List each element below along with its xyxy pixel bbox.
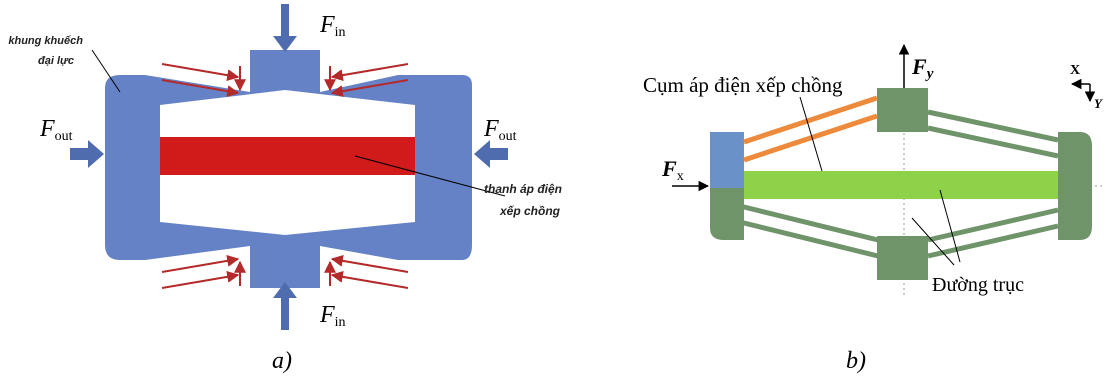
right-frame-block [1058,132,1092,240]
piezo-stack-bar [160,137,415,175]
left-frame-block [710,188,744,240]
caption-b: b) [846,348,866,374]
frame-label: khung khuếch đại lực [8,35,86,67]
stack-label-leader [354,155,506,197]
piezo-actuators [743,95,878,163]
panel-a: Fin Fin Fout Fout khung khuếch đại lực t… [8,4,565,374]
stack-label-b: Cụm áp điện xếp chồng [643,73,843,97]
panel-b: Cụm áp điện xếp chồng Fy Fx X Y Đường tr… [643,43,1104,374]
force-y-label: Fy [911,54,934,82]
axis-x-label: X [1070,63,1080,78]
axis-y-label: Y [1094,96,1103,111]
force-x-label: Fx [661,156,684,184]
force-in-top-label: Fin [319,12,346,40]
stack-label: thanh áp điện xếp chồng [484,182,565,218]
force-out-left-arrow [70,140,104,168]
top-output-block [877,88,928,132]
axis-line-leader-2 [939,189,961,263]
frame-label-leader [91,49,121,93]
force-in-bottom-arrow [273,282,297,330]
force-in-top-arrow [273,4,297,52]
bottom-output-block [877,236,928,280]
force-out-left-label: Fout [39,116,73,144]
flexure-beams [739,109,1059,259]
deformation-arrows [161,63,409,289]
caption-a: a) [272,348,292,374]
force-out-right-label: Fout [483,116,517,144]
force-out-right-arrow [474,140,508,168]
left-actuator-block [710,132,744,188]
axis-line-leader-1 [911,217,955,266]
force-in-bottom-label: Fin [319,302,346,330]
piezo-stack-bar-b [744,171,1058,199]
axis-line-label: Đường trục [932,274,1024,296]
stack-label-leader-b [799,96,823,172]
